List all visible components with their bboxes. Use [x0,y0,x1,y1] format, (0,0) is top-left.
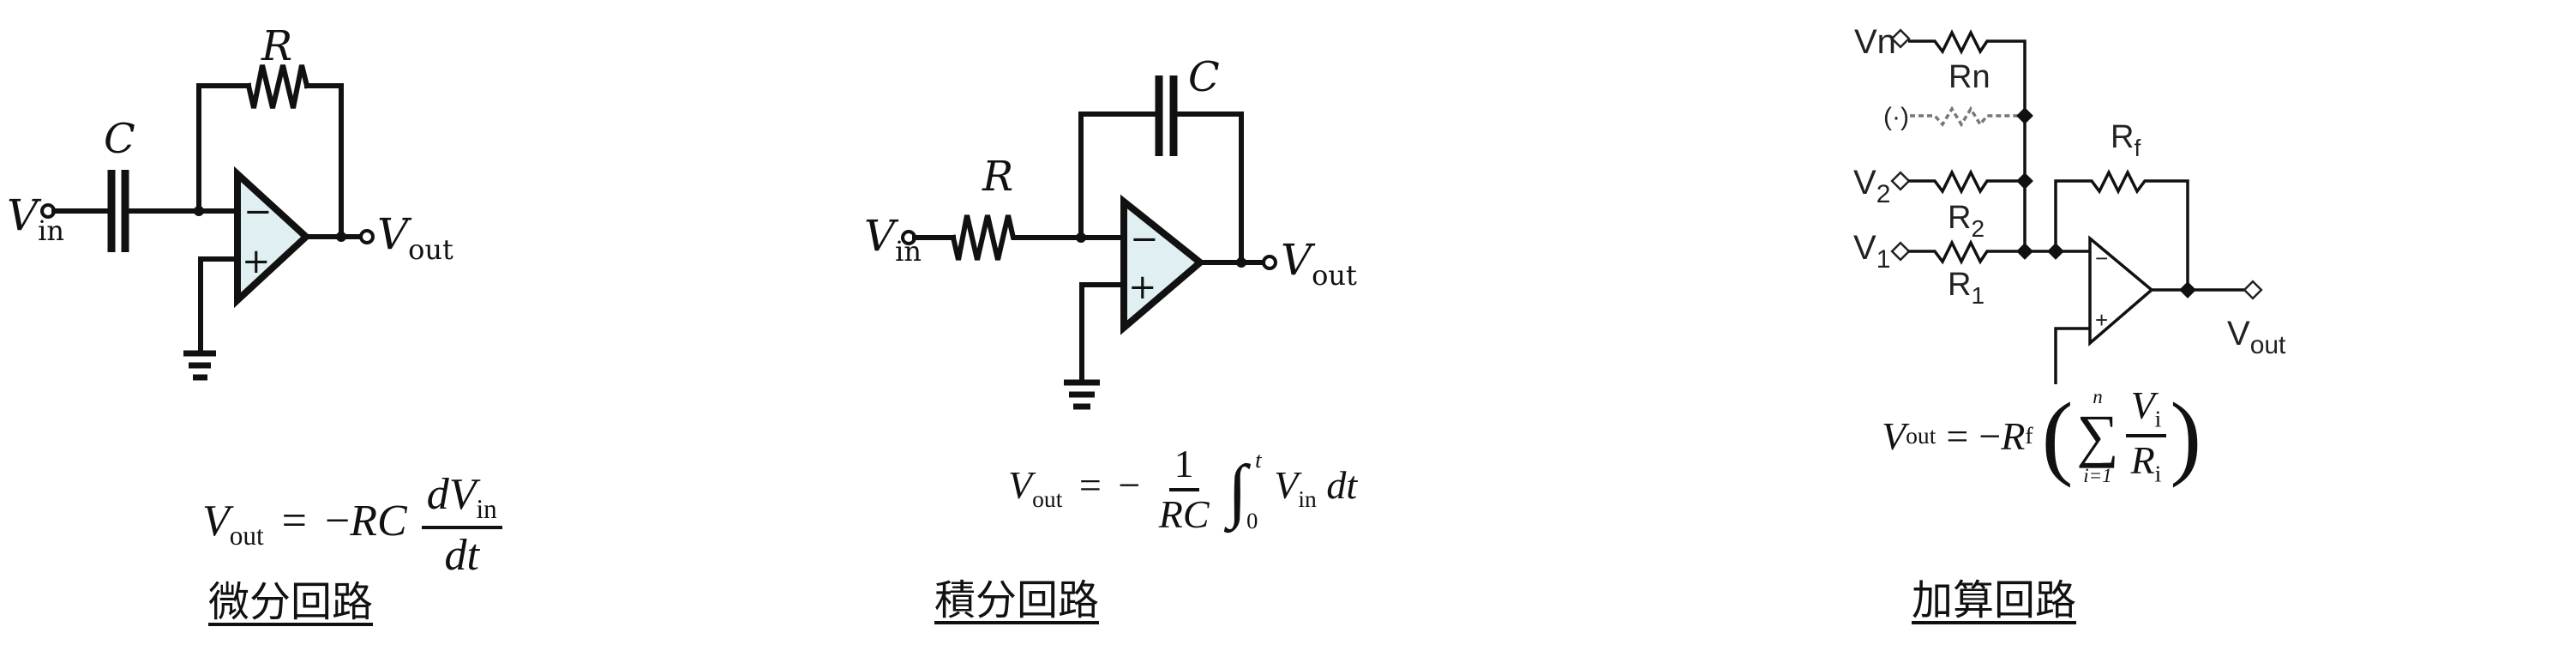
sum-junction-v2 [2016,172,2033,190]
sum-v2-label: V2 [1853,164,1890,208]
int-vout-label: Vout [1281,235,1357,292]
diff-output-terminal [359,229,375,244]
formula-right-paren: ) [2170,383,2202,488]
sum-junction-v1 [2016,243,2033,260]
diff-capacitor [107,170,129,252]
formula-lhs: V [1008,463,1033,508]
formula-fraction: 1 RC [1154,442,1215,536]
formula-lhs: V [1882,413,1906,458]
sum-vn-terminal [1890,28,1911,49]
formula-minus: − [1118,463,1141,508]
sum-dotted-resistor [1910,105,2025,128]
sum-rn-resistor [1908,29,2027,251]
int-resistor-label: R [982,153,1013,201]
sum-r2-resistor [1908,169,2025,195]
formula-lhs-sub: out [1032,485,1063,512]
diff-feedback-left [196,83,251,214]
sum-rn-label: Rn [1949,59,1991,95]
sum-junction-dotted [2016,107,2033,124]
formula-sum: n ∑ i=1 [2076,385,2119,486]
int-output-terminal [1262,255,1277,270]
sum-rf-resistor [2054,169,2189,290]
int-wire-ground [1079,282,1126,383]
formula-coeff-sub: f [2025,422,2033,449]
sum-output-terminal [2243,280,2263,300]
formula-minus: − [1979,413,2002,458]
int-vin-label: Vin [864,211,922,268]
diff-opamp [234,166,311,309]
diff-minus-sign: − [243,192,273,232]
int-capacitor [1155,75,1178,156]
formula-left-paren: ( [2041,383,2074,488]
int-feedback-right [1173,112,1244,264]
int-opamp [1120,194,1206,335]
formula-dt: dt [1326,463,1358,508]
int-capacitor-label: C [1188,53,1220,101]
diff-feedback-right [304,83,344,238]
sum-r1-resistor [1908,239,2090,265]
sum-vout-label: Vout [2227,315,2286,359]
formula-numerator: dVin [421,470,502,530]
sum-opamp [2088,235,2154,347]
formula-minus: − [324,497,351,546]
ground-icon [1064,379,1100,410]
diff-resistor [245,64,310,109]
formula-integrand-sub: in [1298,485,1317,512]
diff-plus-sign: + [242,242,271,281]
formula-lhs-sub: out [1906,422,1937,449]
caption-differentiator[interactable]: 微分回路 [208,578,374,626]
formula-denominator: RC [1158,491,1210,536]
sum-dotted-terminal: (·) [1883,103,1909,131]
formula-numerator: 1 [1168,442,1199,491]
formula-lhs: V [202,497,230,546]
formula-integrand: V [1274,463,1299,508]
sum-r2-label: R2 [1948,200,1985,242]
caption-integrator[interactable]: 積分回路 [934,576,1100,624]
formula-denominator: dt [444,531,479,581]
sum-junction-out [2179,281,2196,298]
differentiator-circuit: Vin C R − + Vout [7,22,453,381]
formula-lhs-sub: out [229,521,264,552]
diff-junction-out [336,232,346,242]
sum-vn-label: Vn [1854,23,1896,61]
differentiator-formula: Vout = −RC dVin dt [202,470,506,580]
formula-coeff: R [2001,413,2026,458]
diff-vin-label: Vin [7,190,64,247]
sum-wire-noninv [2054,327,2090,384]
sum-v1-terminal [1890,241,1911,262]
diff-capacitor-label: C [104,115,135,163]
int-minus-sign: − [1130,220,1159,259]
sum-rf-label: Rf [2111,119,2141,161]
int-plus-sign: + [1128,268,1157,307]
integrator-circuit: Vin R C − + Vout [864,53,1357,410]
formula-coeff: RC [350,497,407,546]
sum-v1-label: V1 [1853,229,1890,274]
diff-vout-label: Vout [377,209,453,266]
sum-r1-label: R1 [1948,267,1985,309]
caption-summing[interactable]: 加算回路 [1912,576,2077,624]
int-resistor [950,214,1024,261]
sum-minus-sign: − [2095,245,2108,271]
diff-resistor-label: R [261,22,292,70]
formula-fraction: Vi Ri [2125,383,2167,487]
formula-equals: = [1946,413,1969,458]
diff-wire-ground [198,256,240,354]
summing-circuit: Vn Rn (·) V2 R2 V1 R1 Rf − + Vout [1853,23,2286,384]
sum-v2-terminal [1890,171,1911,191]
int-junction-out [1236,257,1246,268]
sum-plus-sign: + [2095,307,2108,333]
ground-icon [183,350,216,381]
formula-equals: = [281,497,307,546]
formula-equals: = [1078,463,1102,508]
formula-fraction: dVin dt [421,470,502,581]
int-feedback-left [1078,112,1160,240]
